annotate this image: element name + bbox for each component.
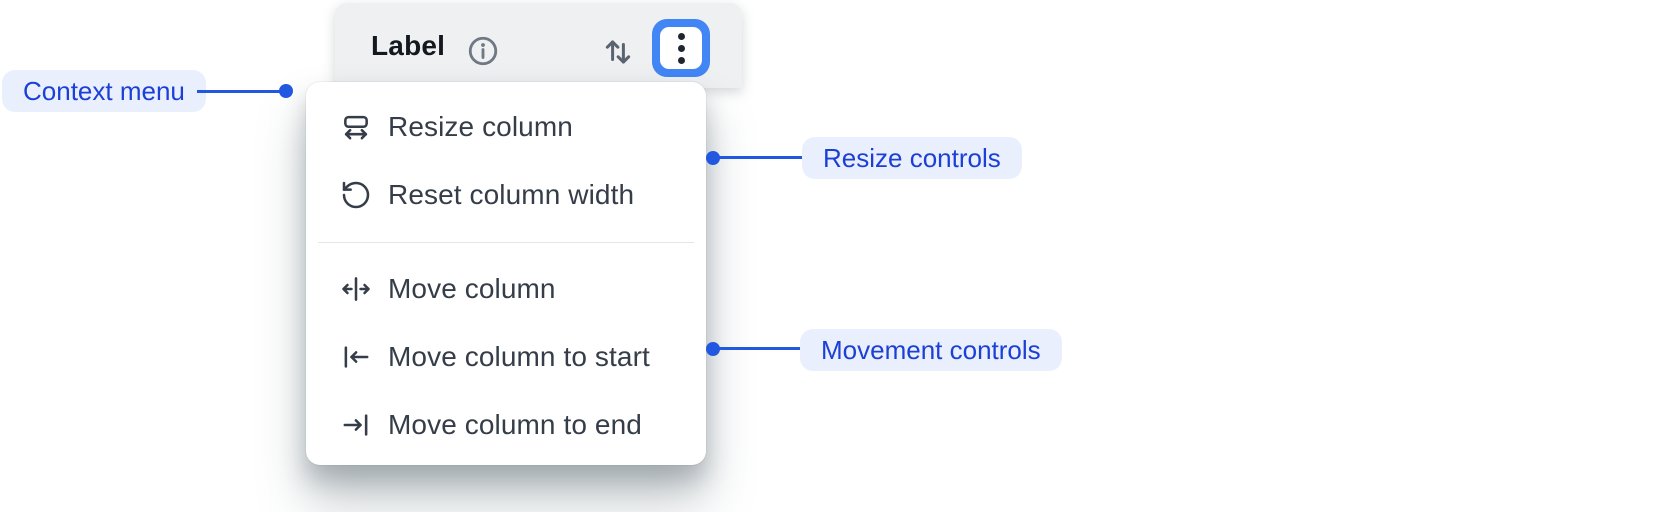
annotation-connector-line bbox=[713, 156, 802, 159]
move-column-icon bbox=[340, 273, 372, 305]
menu-divider bbox=[318, 242, 694, 243]
menu-item-label: Move column to end bbox=[388, 409, 642, 440]
menu-item-reset-column-width[interactable]: Reset column width bbox=[306, 161, 706, 229]
annotation-resize-controls: Resize controls bbox=[802, 137, 1022, 179]
menu-item-label: Move column bbox=[388, 273, 556, 304]
focus-ring bbox=[652, 19, 710, 77]
kebab-menu-button[interactable] bbox=[660, 27, 702, 69]
menu-item-label: Move column to start bbox=[388, 341, 650, 372]
menu-item-resize-column[interactable]: Resize column bbox=[306, 93, 706, 161]
resize-column-icon bbox=[340, 111, 372, 143]
annotation-movement-controls: Movement controls bbox=[800, 329, 1062, 371]
kebab-dot bbox=[677, 44, 685, 52]
context-menu: Resize column Reset column width bbox=[306, 82, 706, 465]
annotation-connector-dot bbox=[279, 84, 293, 98]
column-header: Label bbox=[335, 3, 742, 88]
annotation-connector-line bbox=[713, 347, 800, 350]
move-column-to-start-icon bbox=[340, 341, 372, 373]
menu-item-move-column-to-start[interactable]: Move column to start bbox=[306, 323, 706, 391]
menu-item-move-column[interactable]: Move column bbox=[306, 255, 706, 323]
column-header-title: Label bbox=[371, 29, 446, 61]
reset-column-width-icon bbox=[340, 179, 372, 211]
kebab-dot bbox=[677, 32, 685, 40]
kebab-dot bbox=[677, 56, 685, 64]
annotation-connector-line bbox=[197, 90, 283, 93]
info-circle-icon[interactable] bbox=[466, 34, 500, 68]
menu-item-label: Resize column bbox=[388, 111, 573, 142]
menu-item-label: Reset column width bbox=[388, 179, 635, 210]
sort-arrows-icon[interactable] bbox=[600, 33, 636, 71]
annotation-context-menu: Context menu bbox=[2, 70, 206, 112]
menu-item-move-column-to-end[interactable]: Move column to end bbox=[306, 391, 706, 459]
move-column-to-end-icon bbox=[340, 409, 372, 441]
